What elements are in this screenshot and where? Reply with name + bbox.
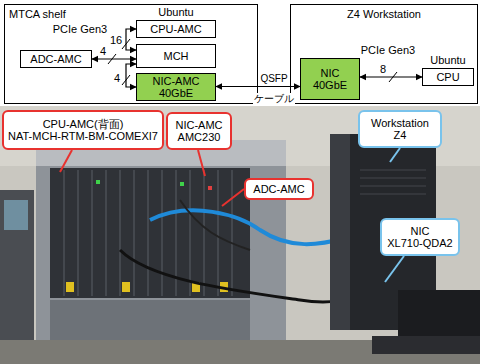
edge-label: 16 [109, 34, 123, 46]
card-leds [96, 180, 212, 190]
box-text: Workstation [371, 117, 429, 129]
edge-label: 4 [99, 45, 107, 57]
keyboard [372, 336, 480, 354]
bus-connector [360, 76, 422, 77]
module-box: CPU-AMC [136, 20, 216, 38]
box-text: Z4 [394, 129, 407, 141]
bus-label: PCIe Gen3 [360, 44, 416, 56]
crate-card-area [50, 168, 250, 298]
shelf-frame: MTCA shelfCPU-AMC ADC-AMC MCH NIC-AMC40GbE [4, 4, 258, 104]
bus-connector [126, 64, 136, 87]
bus-width-slash [122, 75, 130, 85]
photo-callout: CPU-AMC(背面)NAT-MCH-RTM-BM-COMEXI7 [2, 110, 164, 150]
photo-callout: NIC-AMCAMC230 [166, 112, 232, 150]
box-text: NIC [411, 225, 430, 237]
callout-leader [385, 148, 404, 282]
module-box: ADC-AMC [20, 50, 92, 68]
bus-width-slash [108, 54, 116, 64]
bus-connector [92, 58, 136, 59]
workstation-vents [360, 170, 426, 194]
card-slots [64, 170, 232, 296]
edge-label: 8 [379, 63, 387, 75]
frame-title: MTCA shelf [9, 8, 66, 20]
bus-connector [216, 86, 300, 87]
box-text: MCH [163, 50, 188, 62]
cpu-box: CPU [422, 68, 474, 86]
box-text: CPU-AMC(背面) [43, 118, 124, 130]
box-text: ADC-AMC [253, 183, 304, 195]
photo-callout: NICXL710-QDA2 [380, 218, 460, 256]
box-text: NIC [321, 67, 340, 79]
bus-width-slash [122, 39, 130, 49]
cable [180, 200, 250, 250]
box-text: NIC-AMC [175, 119, 222, 131]
box-text: CPU-AMC [150, 23, 201, 35]
qsfp-cable [150, 210, 345, 244]
cable-label: ケーブル [253, 93, 295, 105]
monitor [398, 290, 480, 340]
edge-label: 4 [113, 72, 121, 84]
box-text: ADC-AMC [30, 53, 81, 65]
nic-box: NIC40GbE [300, 58, 360, 100]
box-text: AMC230 [178, 131, 221, 143]
bus-connector [126, 29, 136, 50]
edge-label: QSFP [259, 73, 288, 85]
workstation-front [330, 134, 350, 330]
box-text: NAT-MCH-RTM-BM-COMEXI7 [8, 130, 158, 142]
box-text: NIC-AMC [152, 75, 199, 87]
box-text: XL710-QDA2 [387, 237, 452, 249]
module-box: MCH [136, 44, 216, 68]
callout-leader [60, 150, 244, 206]
photo-callout: ADC-AMC [244, 178, 314, 200]
photo-callout: WorkstationZ4 [358, 110, 442, 148]
photo-wall [0, 106, 480, 364]
bus-width-slash [389, 72, 397, 82]
nic-box: NIC-AMC40GbE [136, 73, 216, 101]
frame-title: Z4 Workstation [291, 8, 477, 20]
os-label: Ubuntu [157, 6, 194, 18]
oscilloscope [0, 190, 34, 340]
mtca-crate [36, 140, 286, 364]
box-text: CPU [436, 71, 459, 83]
os-label: Ubuntu [429, 54, 466, 66]
oscilloscope-screen [4, 200, 28, 230]
bus-label: PCIe Gen3 [52, 23, 108, 35]
box-text: 40GbE [159, 87, 193, 99]
box-text: 40GbE [313, 79, 347, 91]
